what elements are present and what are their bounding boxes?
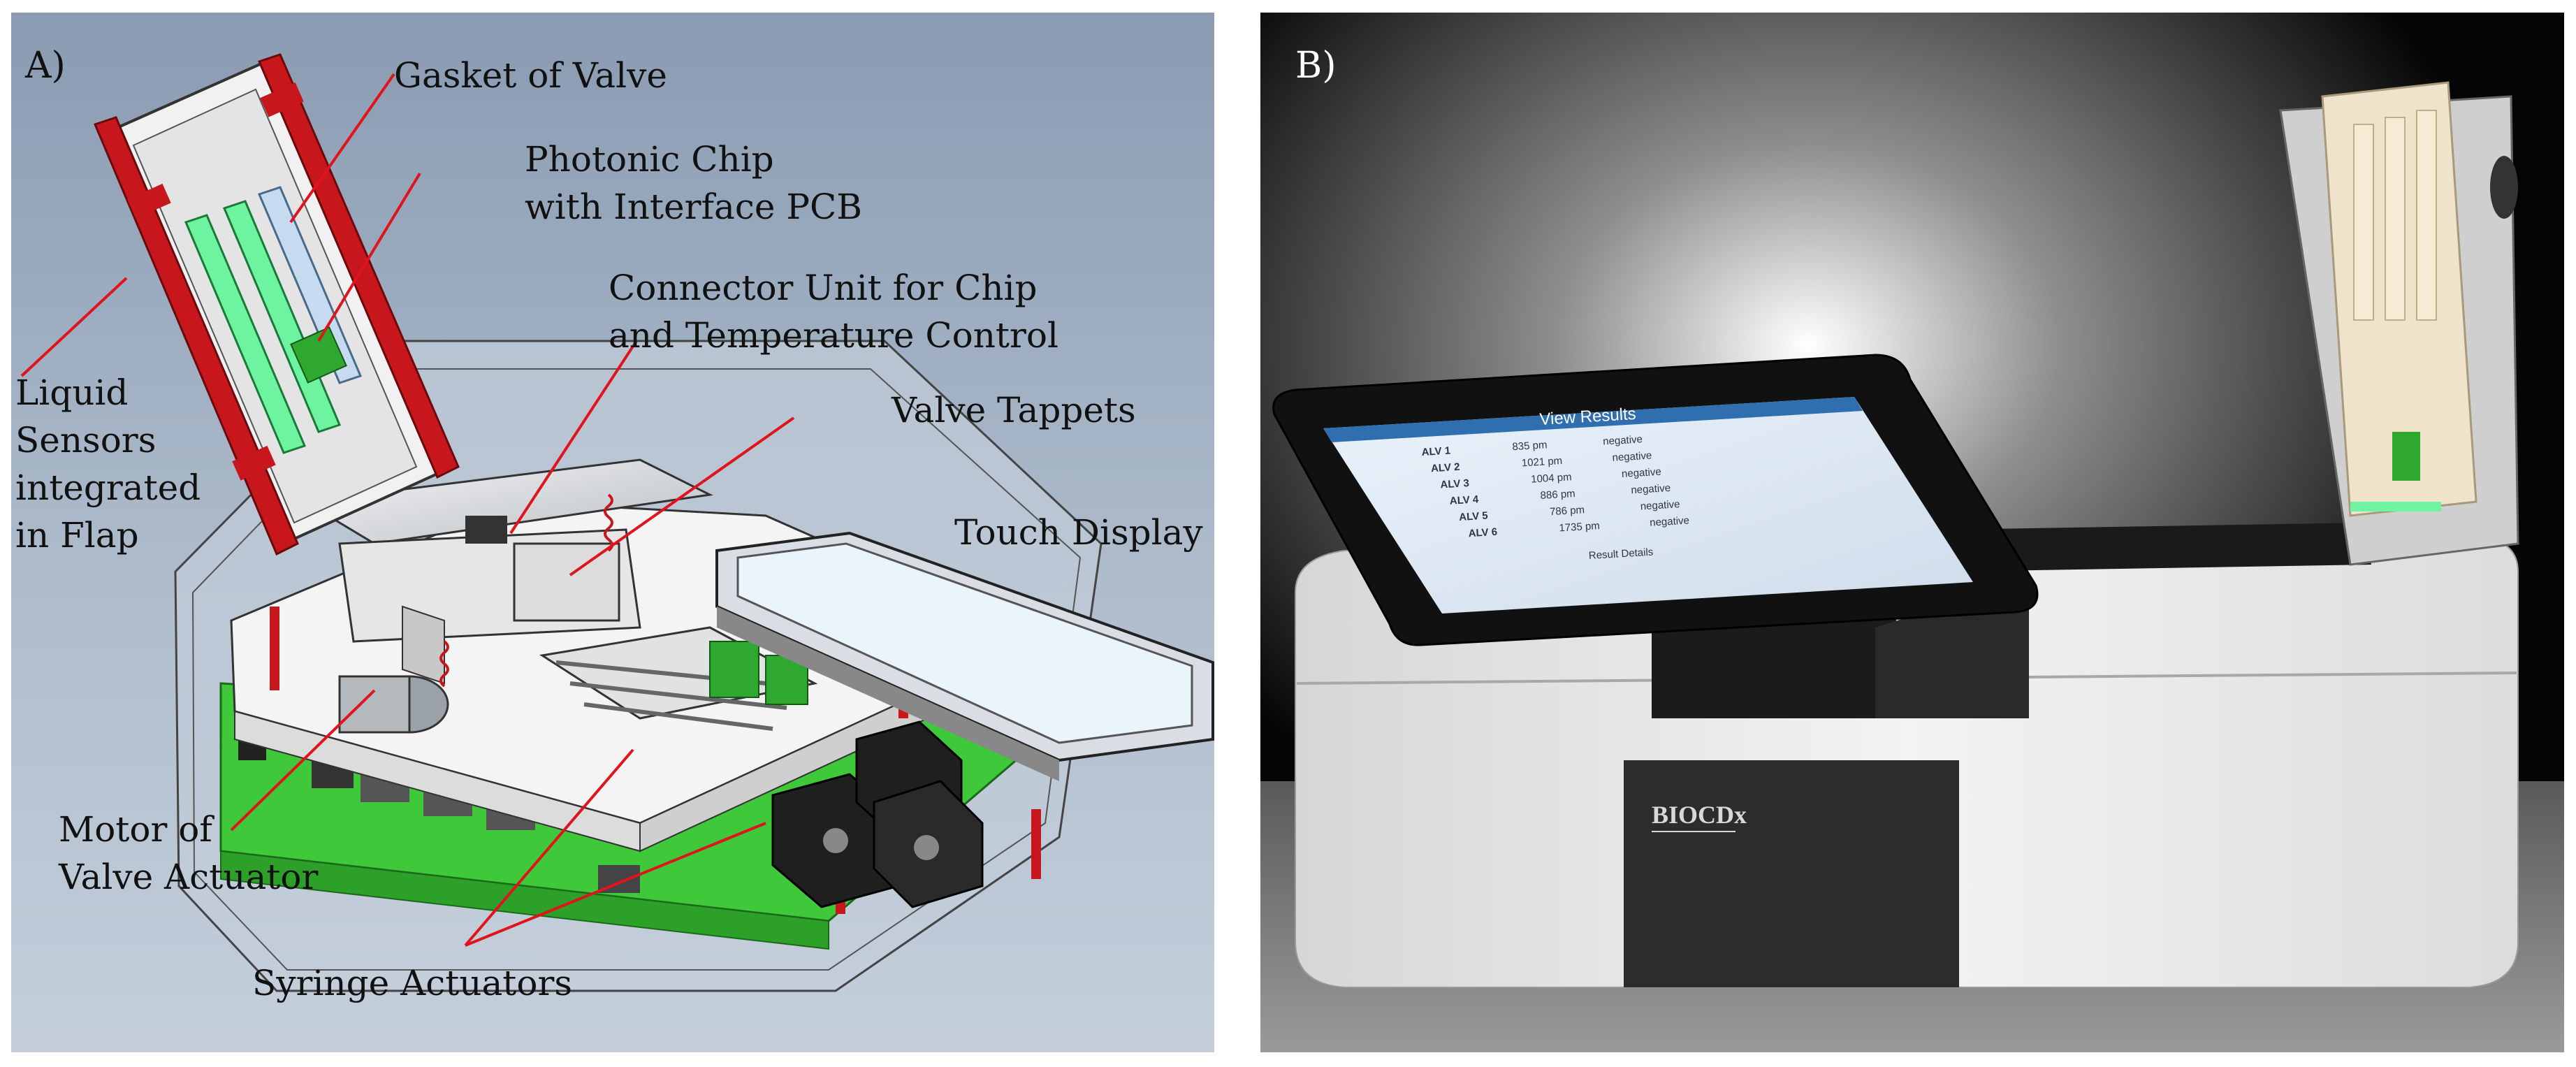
callout-text: in Flap <box>15 515 139 556</box>
callout-text: Photonic Chip <box>525 139 774 180</box>
brand-logo: BIOCDx <box>1652 801 1747 829</box>
callout-valve-motor: Motor of Valve Actuator <box>59 806 318 901</box>
callout-text: Syringe Actuators <box>252 963 573 1003</box>
row-result: negative <box>1612 449 1652 464</box>
device-photo-drawing: BIOCDx View Results <box>1260 13 2564 1052</box>
callout-text: Gasket of Valve <box>394 55 667 96</box>
callout-text: Sensors <box>15 420 157 460</box>
callout-photonic-chip: Photonic Chip with Interface PCB <box>525 136 862 231</box>
cad-device-drawing <box>20 53 1214 992</box>
panel-label-b: B) <box>1295 45 1337 87</box>
callout-text: Valve Tappets <box>892 390 1136 430</box>
callout-valve-tappets: Valve Tappets <box>892 386 1136 434</box>
panel-a-cad-rendering: A) Gasket of Valve Photonic Chip with In… <box>11 13 1214 1052</box>
callout-text: and Temperature Control <box>609 315 1059 356</box>
callout-text: integrated <box>15 467 201 508</box>
touch-screen: View Results <box>1272 354 2039 646</box>
callout-text: Valve Actuator <box>59 857 319 897</box>
leader-lines <box>20 73 795 947</box>
front-dark-panel <box>1624 760 1959 987</box>
row-result: negative <box>1602 433 1643 448</box>
callout-text: with Interface PCB <box>525 187 862 227</box>
row-result: negative <box>1640 498 1680 513</box>
callout-text: Motor of <box>59 809 212 850</box>
callout-liquid-sensors: Liquid Sensors integrated in Flap <box>15 369 201 559</box>
row-result: negative <box>1621 465 1662 481</box>
callout-text: Touch Display <box>954 512 1203 553</box>
callout-text: Connector Unit for Chip <box>609 268 1038 308</box>
callout-connector-unit: Connector Unit for Chip and Temperature … <box>609 264 1058 359</box>
row-result: negative <box>1630 481 1671 497</box>
panel-label-a: A) <box>25 45 66 87</box>
callout-gasket-of-valve: Gasket of Valve <box>394 52 667 99</box>
callout-text: Liquid <box>15 372 129 413</box>
callout-touch-display: Touch Display <box>954 509 1203 556</box>
row-result: negative <box>1649 514 1690 529</box>
callout-syringe-actuators: Syringe Actuators <box>252 959 572 1007</box>
